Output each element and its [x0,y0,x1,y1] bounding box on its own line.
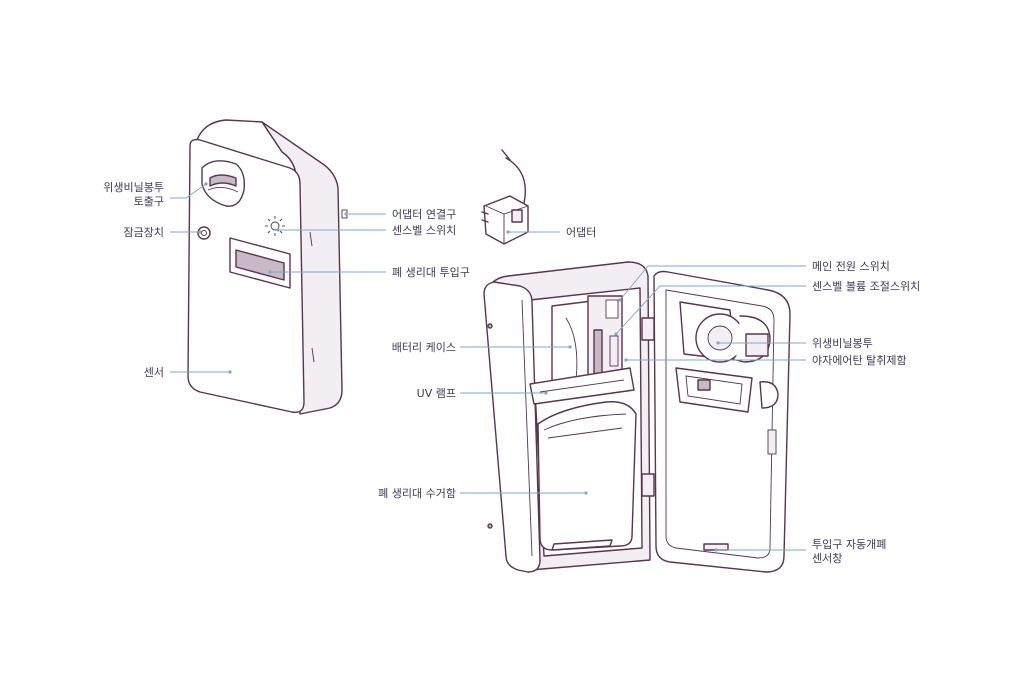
labels: 위생비닐봉투 토출구 잠금장치 센서 어댑터 연결구 센스벨 스위치 폐 생리대… [103,181,920,565]
label-auto-sensor-2: 센서창 [812,552,842,565]
label-lock: 잠금장치 [124,226,164,239]
label-main-power: 메인 전원 스위치 [812,260,890,273]
label-deodorant: 야자에어탄 탈취제함 [812,354,907,367]
label-sensor: 센서 [144,366,164,379]
label-battery-case: 배터리 케이스 [392,341,456,354]
label-adapter: 어댑터 [566,226,596,239]
label-bag-outlet-1: 위생비닐봉투 [103,181,164,194]
closed-unit [187,119,348,415]
label-bell-volume: 센스벨 볼륨 조절스위치 [812,280,920,293]
open-unit [483,261,791,573]
label-inlet: 폐 생리대 투입구 [392,266,470,279]
label-auto-sensor-1: 투입구 자동개폐 [812,538,886,551]
label-adapter-port: 어댑터 연결구 [392,208,456,221]
adapter-device [481,149,529,245]
label-bag: 위생비닐봉투 [812,337,873,350]
leader-lines [170,182,806,552]
label-collection-box: 폐 생리대 수거함 [378,487,456,500]
label-bag-outlet-2: 토출구 [134,195,164,208]
label-bell-switch: 센스벨 스위치 [392,224,456,237]
label-uv-lamp: UV 램프 [417,387,456,400]
